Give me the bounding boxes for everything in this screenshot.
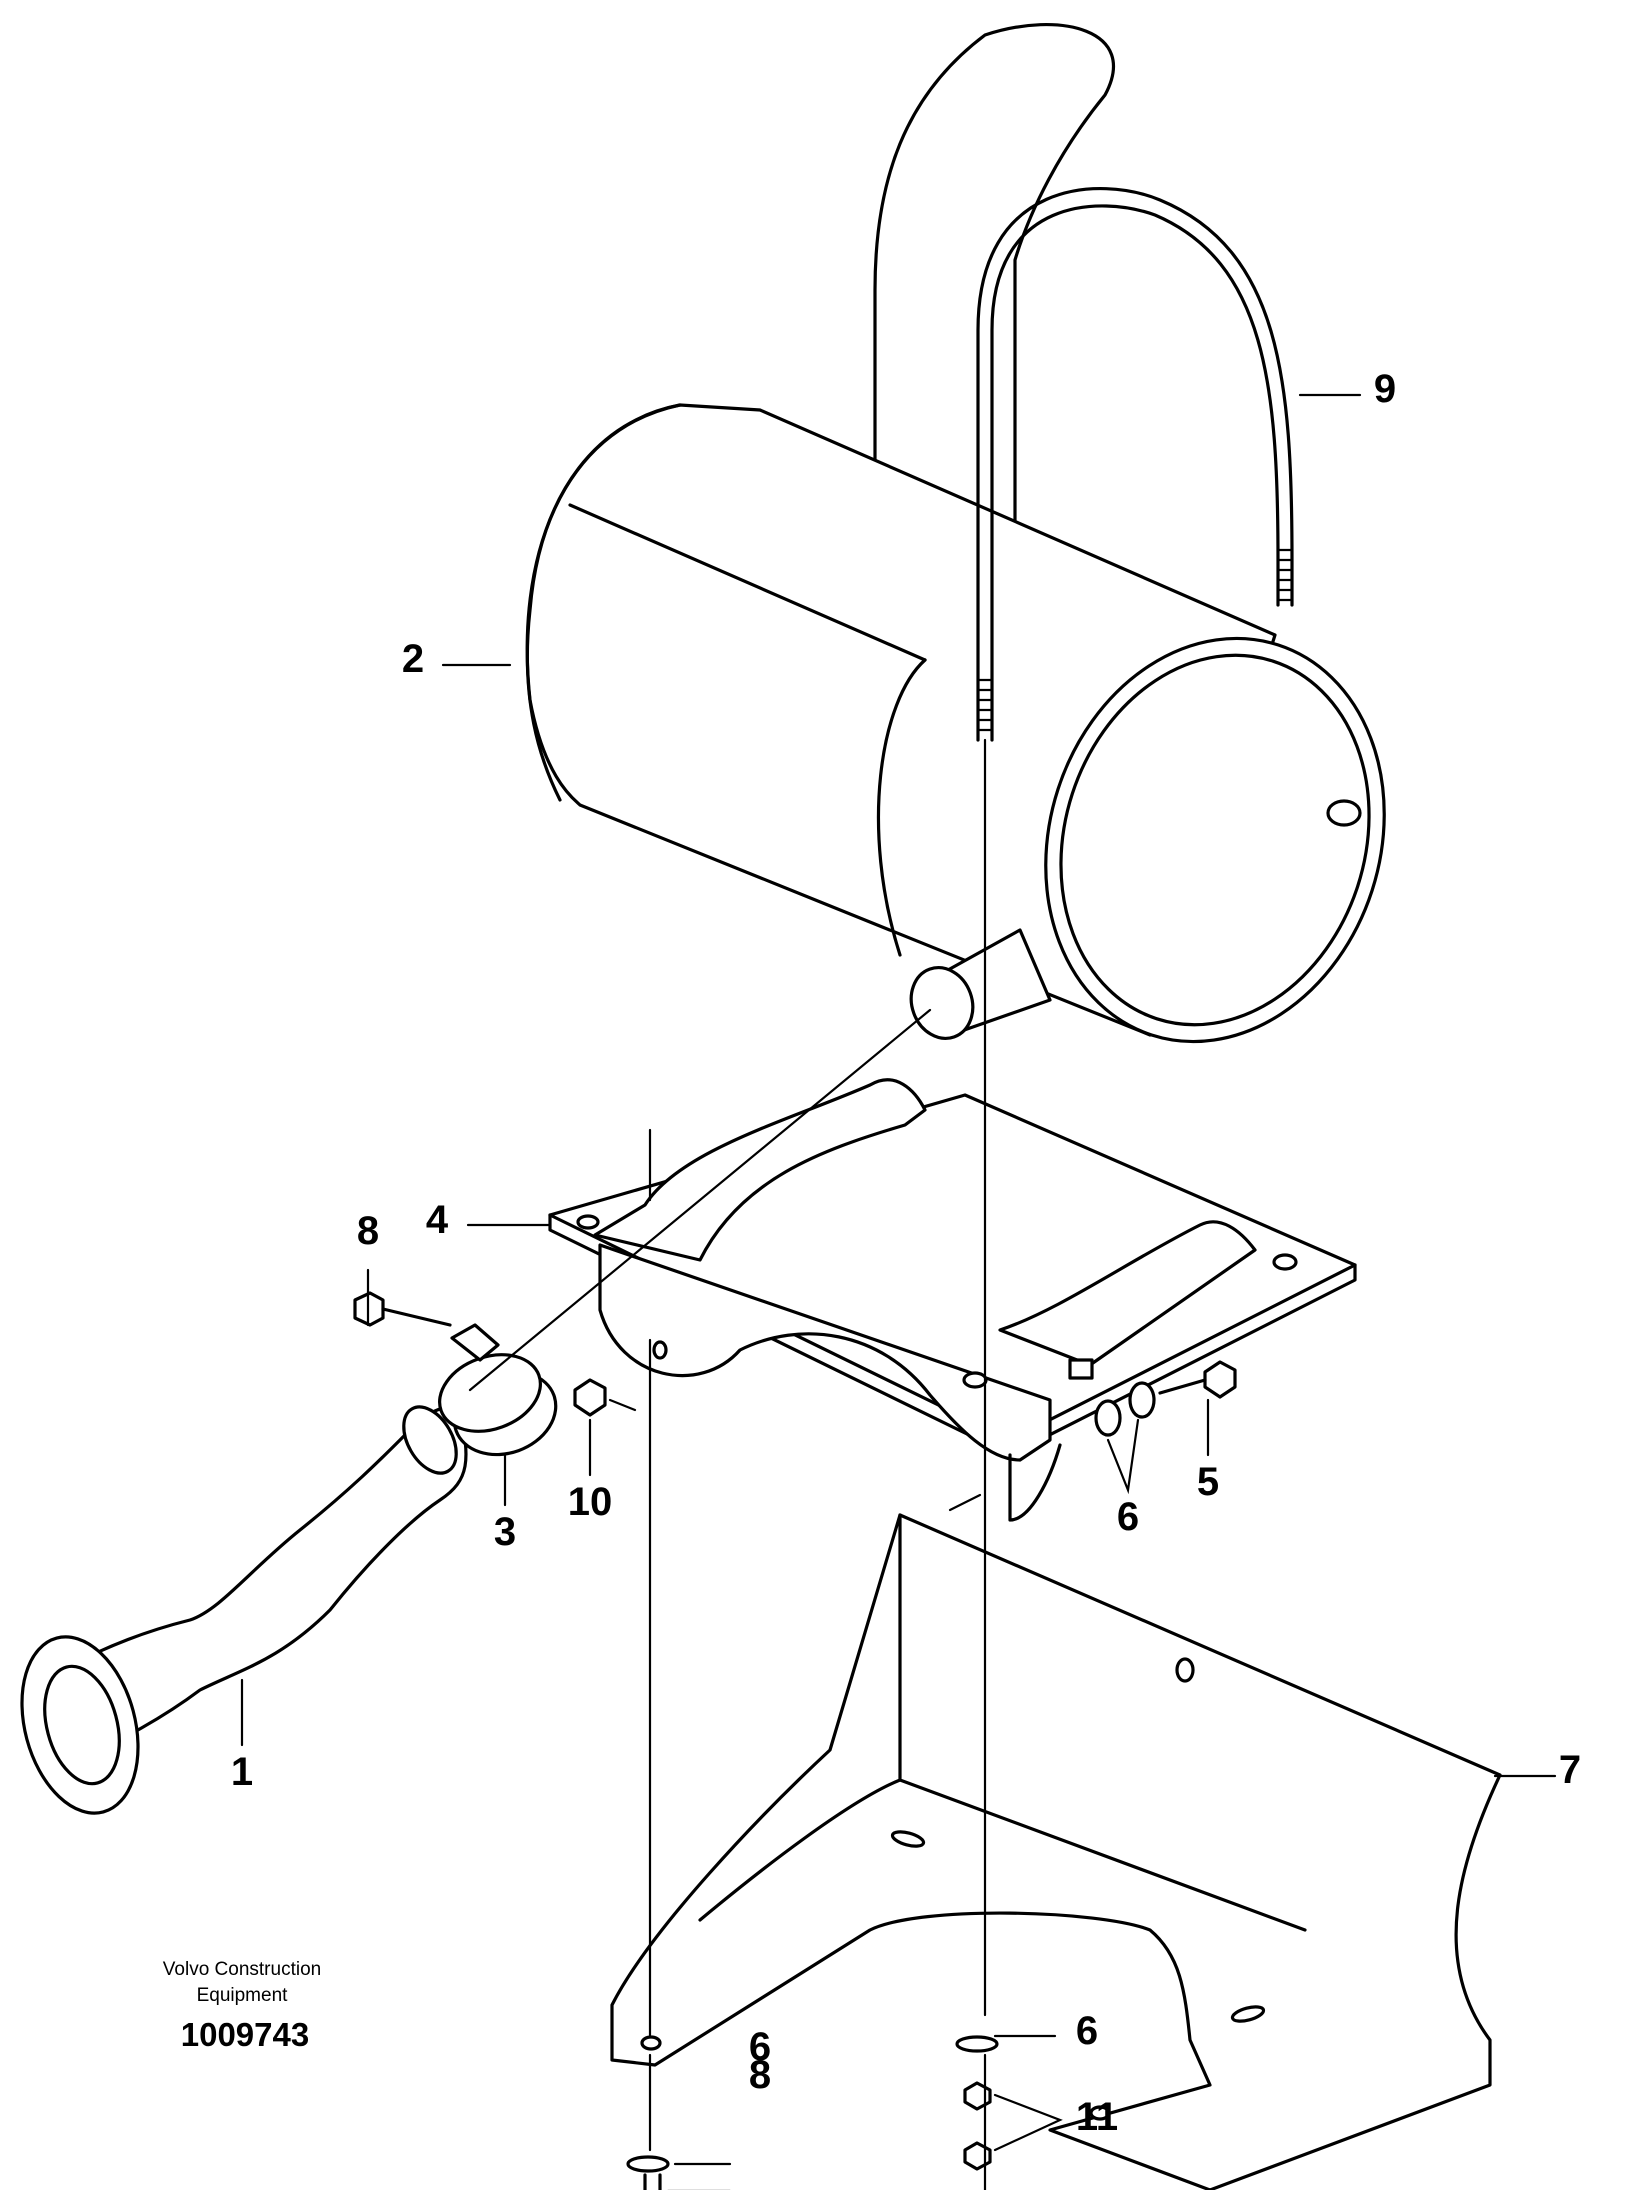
footer: Volvo Construction Equipment 1009743 [163, 1959, 321, 2053]
leader-lines [240, 393, 1557, 2190]
callout-8-lower: 8 [749, 2053, 771, 2097]
callout-9: 9 [1374, 367, 1396, 411]
bolt-8-upper [353, 1291, 452, 1327]
callout-2: 2 [402, 637, 424, 681]
muffler [525, 403, 1386, 1044]
washer-6-bottom-left [626, 2155, 670, 2173]
nut-10 [573, 1378, 607, 1417]
callout-5: 5 [1197, 1460, 1219, 1504]
callout-6-side: 6 [1117, 1495, 1139, 1539]
bolt-8-lower [643, 2173, 662, 2190]
callout-6-bottom-left: 6 [749, 2025, 771, 2069]
washer-6-bottom-right [955, 2035, 999, 2053]
u-bolt [976, 186, 1294, 742]
bolt-5 [1158, 1360, 1237, 1399]
drawing-number: 1009743 [181, 2016, 309, 2053]
company-name-line2: Equipment [197, 1985, 289, 2006]
company-name-line1: Volvo Construction [163, 1959, 321, 1980]
assembly-lines [468, 738, 987, 2190]
exhaust-pipe [20, 1405, 468, 1815]
callout-1: 1 [231, 1750, 253, 1794]
callout-7: 7 [1559, 1748, 1581, 1792]
callout-3: 3 [494, 1510, 516, 1554]
callout-11: 11 [1076, 2095, 1118, 2139]
mounting-bracket [548, 1078, 1357, 1522]
callout-4: 4 [426, 1198, 449, 1242]
washers-6-side [1094, 1381, 1156, 1437]
callout-8-upper: 8 [357, 1209, 379, 1253]
nuts-11 [963, 2081, 992, 2171]
pipe-clamp [438, 1323, 558, 1457]
heat-shield [610, 1513, 1502, 2190]
callout-10: 10 [568, 1480, 613, 1524]
callout-6-bottom-right: 6 [1076, 2009, 1098, 2053]
callout-labels: 2 4 9 7 8 3 10 5 6 1 6 6 8 11 [231, 367, 1581, 2139]
